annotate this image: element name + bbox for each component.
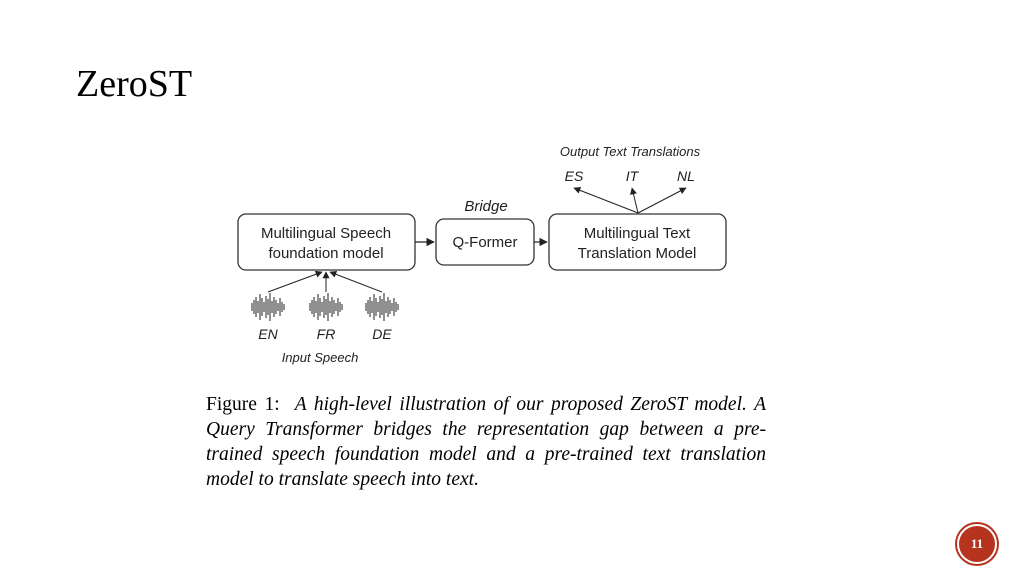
arrow-to-es xyxy=(573,187,639,214)
output-lang-nl: NL xyxy=(677,168,695,184)
speech-model-line2: foundation model xyxy=(268,245,383,262)
waveform-icon-fr xyxy=(309,293,343,321)
output-lang-it: IT xyxy=(626,168,640,184)
waveform-icon-en xyxy=(251,293,285,321)
input-lang-fr: FR xyxy=(317,326,336,342)
output-text-label: Output Text Translations xyxy=(560,144,701,159)
input-lang-en: EN xyxy=(258,326,278,342)
arrow-to-it xyxy=(630,187,639,214)
caption-text: A high-level illustration of our propose… xyxy=(206,394,766,490)
page-number-badge: 11 xyxy=(957,524,997,564)
text-model-line1: Multilingual Text xyxy=(584,225,691,242)
qformer-label: Q-Former xyxy=(453,234,518,251)
arrow-to-nl xyxy=(637,187,687,214)
arrow-from-de xyxy=(329,270,383,293)
bridge-label: Bridge xyxy=(464,198,507,215)
waveform-icon-de xyxy=(365,293,399,321)
speech-model-line1: Multilingual Speech xyxy=(261,225,391,242)
caption-prefix: Figure 1: xyxy=(206,394,280,415)
arrow-from-en xyxy=(267,270,323,293)
input-lang-de: DE xyxy=(372,326,392,342)
text-model-box xyxy=(548,213,727,271)
text-model-line2: Translation Model xyxy=(578,245,697,262)
input-speech-label: Input Speech xyxy=(282,350,359,365)
slide-title: ZeroST xyxy=(76,63,193,105)
figure-caption: Figure 1: A high-level illustration of o… xyxy=(206,392,766,492)
page-number: 11 xyxy=(970,536,984,551)
output-lang-es: ES xyxy=(565,168,584,184)
